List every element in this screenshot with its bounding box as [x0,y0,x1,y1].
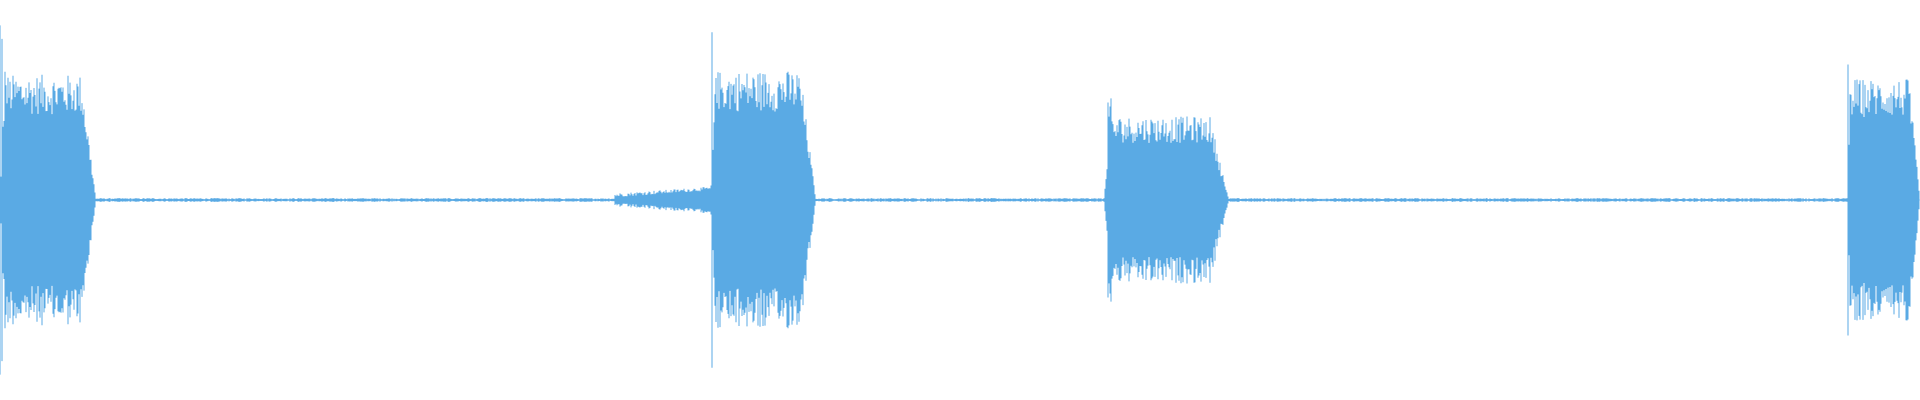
waveform-bars [0,25,1920,375]
waveform-signal [0,25,1920,375]
